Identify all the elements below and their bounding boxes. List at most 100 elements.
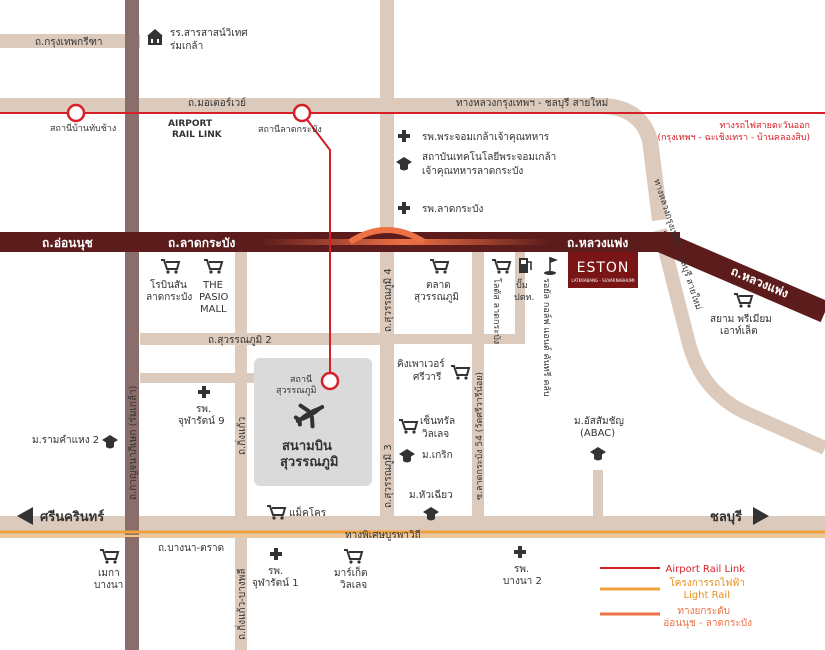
robinson-label-2: ลาดกระบัง — [146, 292, 192, 303]
road-label-motorway: ถ.มอเตอร์เวย์ — [188, 97, 246, 109]
road-label-suvarnabhumi-3: ถ.สุวรรณภูมิ 3 — [383, 444, 394, 508]
hospital-icon — [270, 548, 282, 560]
station-suvarnabhumi-label-2: สุวรรณภูมิ — [276, 385, 316, 396]
arrow-left-icon — [17, 507, 33, 525]
road-label-romklao: ถ.กาญจนาภิเษก (ร่มเกล้า) — [127, 385, 139, 500]
robinson-label-1: โรบินสัน — [150, 278, 187, 291]
road-label-suvarnabhumi-2: ถ.สุวรรณภูมิ 2 — [208, 335, 272, 346]
road-label-on-nut: ถ.อ่อนนุช — [42, 236, 93, 251]
shopping-cart-icon — [492, 259, 512, 274]
road-label-soi-54: ซ.ลาดกระบัง 54 (วัดศรีวารีน้อย) — [474, 372, 485, 500]
golf-flag-icon — [544, 257, 558, 275]
golf-label: รอยัล กอล์ฟ แอนด์ คันทรี คลับ — [541, 278, 553, 397]
eston-tagline: LATKRABANG - SUVARNABHUMI — [571, 278, 634, 283]
hospital-icon — [398, 130, 410, 142]
siam-premium-label-1: สยาม พรีเมียม — [710, 313, 772, 325]
road-label-krungthep-kritha: ถ.กรุงเทพกรีฑา — [35, 36, 103, 48]
gas-pump-icon — [519, 258, 532, 273]
road-label-luang-phaeng: ถ.หลวงแพ่ง — [567, 236, 628, 250]
shopping-cart-icon — [204, 259, 224, 274]
legend-light-rail-label-1: โครงการรถไฟฟ้า — [669, 576, 745, 589]
market-village-label-2: วิลเลจ — [340, 580, 368, 591]
station-suvarnabhumi-label-1: สถานี — [290, 374, 312, 385]
elevated-road — [260, 239, 550, 245]
makro-label: แม็คโคร — [289, 505, 327, 519]
legend-elevated-label-1: ทางยกระดับ — [677, 606, 730, 617]
shopping-cart-icon — [267, 505, 287, 520]
road-romklao — [125, 0, 139, 650]
light-rail-line — [0, 530, 825, 537]
school-icon — [147, 29, 163, 45]
legend: Airport Rail Link โครงการรถไฟฟ้า Light R… — [600, 564, 752, 629]
ptt-label-2: ปตท. — [514, 293, 534, 303]
legend-arl-label: Airport Rail Link — [666, 564, 746, 575]
shopping-cart-icon — [734, 293, 754, 308]
eston-logo-box — [568, 252, 638, 288]
direction-srinakarin: ศรีนครินทร์ — [40, 509, 104, 525]
hosp-latkrabang-label: รพ.ลาดกระบัง — [422, 204, 484, 215]
station-ban-thap-chang-marker — [66, 103, 86, 123]
road-label-lat-krabang: ถ.ลาดกระบัง — [168, 236, 235, 250]
paseo-label-2: PASIO — [199, 292, 229, 303]
graduation-cap-icon — [396, 157, 412, 171]
road-motorway — [0, 98, 668, 221]
abac-label-1: ม.อัสสัมชัญ — [574, 416, 624, 427]
airport-rail-link-line — [301, 112, 331, 380]
arl-label-2: RAIL LINK — [172, 130, 223, 140]
market-village-label-1: มาร์เก็ต — [334, 565, 368, 579]
graduation-cap-icon — [102, 435, 118, 449]
graduation-cap-icon — [590, 447, 606, 461]
central-label-2: วิลเลจ — [422, 429, 450, 440]
bangna2-label-2: บางนา 2 — [503, 576, 542, 587]
station-suvarnabhumi-marker — [320, 371, 340, 391]
eastern-rail-label-2: (กรุงเทพฯ - ฉะเชิงเทรา - บ้านคลองสิบ) — [657, 132, 810, 143]
mega-label-2: บางนา — [94, 580, 123, 591]
king-power-label-2: ศรีวารี — [413, 371, 442, 383]
arrow-right-icon — [753, 507, 769, 525]
road-label-suvarnabhumi-4: ถ.สุวรรณภูมิ 4 — [383, 268, 394, 332]
graduation-cap-icon — [399, 449, 415, 463]
hospital-icon — [198, 386, 210, 398]
airport-label-1: สนามบิน — [282, 439, 332, 454]
mega-label-1: เมกา — [98, 568, 120, 579]
abac-label-2: (ABAC) — [580, 428, 615, 439]
market-label-2: สุวรรณภูมิ — [414, 292, 459, 303]
central-label-1: เซ็นทรัล — [420, 413, 455, 427]
direction-chonburi: ชลบุรี — [710, 509, 742, 525]
siam-premium-label-2: เอาท์เล็ต — [720, 323, 758, 337]
station-ban-thap-chang-label: สถานีบ้านทับช้าง — [50, 123, 116, 134]
shopping-cart-icon — [430, 259, 450, 274]
road-label-king-kaeo-bangphli: ถ.กิ่งแก้ว-บางพลี — [234, 569, 248, 640]
bangna2-label-1: รพ. — [514, 564, 529, 575]
paseo-label-1: THE — [202, 280, 223, 291]
airport-label-2: สุวรรณภูมิ — [280, 455, 338, 470]
chularat1-label-2: จุฬารัตน์ 1 — [252, 577, 299, 589]
school-top-label-1: รร.สารสาสน์วิเทศ — [170, 27, 248, 39]
huachiew-label: ม.หัวเฉียว — [409, 489, 453, 501]
hospital-icon — [398, 202, 410, 214]
road-label-king-kaeo: ถ.กิ่งแก้ว — [234, 417, 248, 455]
market-label-1: ตลาด — [426, 280, 451, 291]
kmitl-label-1: สถาบันเทคโนโลยีพระจอมเกล้า — [422, 150, 556, 163]
shopping-cart-icon — [100, 549, 120, 564]
station-lat-krabang-label: สถานีลาดกระบัง — [258, 124, 322, 135]
paseo-label-3: MALL — [200, 304, 227, 315]
hospital-icon — [514, 546, 526, 558]
chularat9-label-1: รพ. — [196, 404, 211, 415]
kmitl-label-2: เจ้าคุณทหารลาดกระบัง — [422, 165, 523, 177]
road-hw-vertical — [653, 228, 825, 455]
road-label-bangna-trat: ถ.บางนา-ตราด — [158, 543, 224, 554]
school-top-label-2: ร่มเกล้า — [170, 40, 203, 52]
road-label-expressway: ทางพิเศษบูรพาวิถี — [345, 529, 421, 541]
legend-elevated-label-2: อ่อนนุช - ลาดกระบัง — [663, 618, 752, 629]
station-lat-krabang-marker — [292, 103, 312, 123]
eston-name: ESTON — [577, 260, 630, 276]
shopping-cart-icon — [451, 365, 471, 380]
hosp-chaokhun-label: รพ.พระจอมเกล้าเจ้าคุณทหาร — [422, 131, 550, 143]
airplane-icon — [293, 403, 325, 429]
road-label-hw-new: ทางหลวงกรุงเทพฯ - ชลบุรี สายใหม่ — [456, 97, 608, 109]
ramkhamhaeng2-label: ม.รามคำแหง 2 — [32, 435, 99, 446]
lotus-label: โลตัส ลาดกระบัง — [491, 278, 502, 344]
